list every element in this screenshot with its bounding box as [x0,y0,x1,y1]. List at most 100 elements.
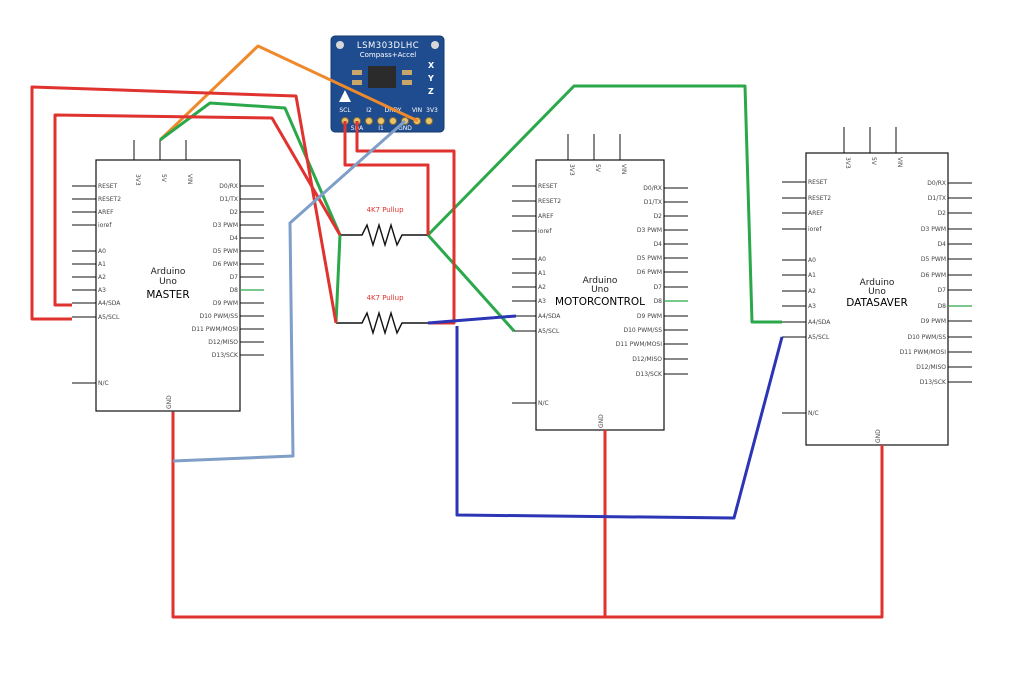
data-pin-d4: D4 [938,241,947,248]
motor-pin-d2: D2 [654,213,663,220]
motor-pin-a1: A1 [538,270,546,277]
motor-pin-d4: D4 [654,241,663,248]
master-pin-d10: D10 PWM/SS [199,313,238,320]
motor-pin-nc: N/C [538,400,549,407]
motor-pin-d12: D12/MISO [632,356,662,363]
master-pin-nc: N/C [98,380,109,387]
motor-pin-d9: D9 PWM [637,313,662,320]
data-pin-a5-scl: A5/SCL [808,334,830,341]
data-pin-d10: D10 PWM/SS [907,334,946,341]
master-left-pins [72,185,96,384]
master-right-pins [240,185,264,356]
motor-pin-a3: A3 [538,298,546,305]
motor-pin-5v: 5V [594,164,601,173]
data-right-pin-labels: D0/RX D1/TX D2 D3 PWM D4 D5 PWM D6 PWM D… [900,180,947,386]
motor-pin-d11: D11 PWM/MOSI [616,341,663,348]
data-pin-d6: D6 PWM [921,272,946,279]
master-board-name: MASTER [146,289,189,301]
data-left-pin-labels: RESET RESET2 AREF ioref A0 A1 A2 A3 A4/S… [808,179,831,417]
data-pin-d9: D9 PWM [921,318,946,325]
sensor-chip [368,66,396,88]
motor-pin-d1: D1/TX [644,199,662,206]
data-pin-ioref: ioref [808,226,822,233]
motor-pin-d6: D6 PWM [637,269,662,276]
master-pin-d2: D2 [230,209,239,216]
sensor-axis-z: Z [428,87,434,96]
data-right-pins [948,182,972,383]
motor-top-pins: 3V3 5V VIN [567,134,627,176]
motor-pin-d10: D10 PWM/SS [623,327,662,334]
motor-pin-gnd: GND [598,414,605,428]
sensor-pin-3v3: 3V3 [426,107,438,114]
data-pin-vin: VIN [896,157,903,167]
master-top-pins: 3V3 5V VIN [133,140,193,186]
arduino-datasaver-board: 3V3 5V VIN RESET RESET2 AREF ioref A0 A1… [782,127,972,452]
motor-pin-3v3: 3V3 [568,164,575,176]
motor-pin-d7: D7 [654,284,663,291]
motor-pin-a4-sda: A4/SDA [538,313,561,320]
sensor-axis-y: Y [427,74,434,83]
data-pin-d8: D8 [938,303,947,310]
mounting-hole-icon [336,41,344,49]
data-board-model: Uno [868,287,886,297]
sensor-pin-i2: I2 [366,107,372,114]
data-pin-a1: A1 [808,272,816,279]
master-pin-aref: AREF [98,209,114,216]
wire-red-master-sda [53,113,342,307]
master-pin-d1: D1/TX [220,196,238,203]
data-pin-a2: A2 [808,288,816,295]
wire-red-sensor-scl [343,121,430,235]
motor-board-model: Uno [591,285,609,295]
motor-pin-ioref: ioref [538,228,552,235]
data-top-pins: 3V3 5V VIN [843,127,903,169]
wire-blue-to-motor-sda [427,314,517,325]
wire-red-master-scl [30,85,338,324]
master-pin-d5: D5 PWM [213,248,238,255]
data-left-pins [782,181,806,414]
motor-pin-d0: D0/RX [643,185,662,192]
master-pin-ioref: ioref [98,222,112,229]
sensor-pin-gnd: GND [398,125,412,132]
wire-green-to-motor-scl [426,233,516,333]
motor-right-pin-labels: D0/RX D1/TX D2 D3 PWM D4 D5 PWM D6 PWM D… [616,185,663,378]
motor-right-pins [664,187,688,375]
star-logo-icon [339,90,351,102]
master-pin-d9: D9 PWM [213,300,238,307]
data-pin-a0: A0 [808,257,816,264]
data-pin-3v3: 3V3 [844,157,851,169]
wire-red-ground-bus [171,412,884,619]
motor-pin-reset: RESET [538,183,558,190]
master-pin-d0: D0/RX [219,183,238,190]
wire-blue-to-data-scl [455,326,784,520]
master-pin-a2: A2 [98,274,106,281]
data-pin-d1: D1/TX [928,195,946,202]
pullup-resistor-1: 4K7 Pullup [340,206,428,248]
master-right-pin-labels: D0/RX D1/TX D2 D3 PWM D4 D5 PWM D6 PWM D… [192,183,239,359]
data-pin-reset: RESET [808,179,828,186]
master-left-pin-labels: RESET RESET2 AREF ioref A0 A1 A2 A3 A4/S… [98,183,121,387]
motor-left-pins [512,185,536,404]
motor-pin-reset2: RESET2 [538,198,561,205]
data-pin-d3: D3 PWM [921,226,946,233]
motor-pin-a5-scl: A5/SCL [538,328,560,335]
motor-board-type: Arduino [583,276,618,286]
motor-pin-vin: VIN [620,164,627,174]
resistor-2-label: 4K7 Pullup [366,294,404,302]
resistor-1-label: 4K7 Pullup [366,206,404,214]
wire-lightblue-sensor-gnd [172,119,406,463]
motor-pin-aref: AREF [538,213,554,220]
data-pin-reset2: RESET2 [808,195,831,202]
master-pin-3v3: 3V3 [134,174,141,186]
data-pin-d13: D13/SCK [920,379,947,386]
motor-left-pin-labels: RESET RESET2 AREF ioref A0 A1 A2 A3 A4/S… [538,183,561,407]
motor-pin-a2: A2 [538,284,546,291]
motor-pin-d13: D13/SCK [636,371,663,378]
master-pin-d7: D7 [230,274,239,281]
arduino-master-board: 3V3 5V VIN RESET RESET2 AREF ioref A0 A1… [72,140,264,420]
mounting-hole-icon [431,41,439,49]
master-pin-a0: A0 [98,248,106,255]
master-pin-d3: D3 PWM [213,222,238,229]
wire-green-to-data-sda [426,84,782,324]
sensor-subtitle: Compass+Accel [360,51,417,59]
